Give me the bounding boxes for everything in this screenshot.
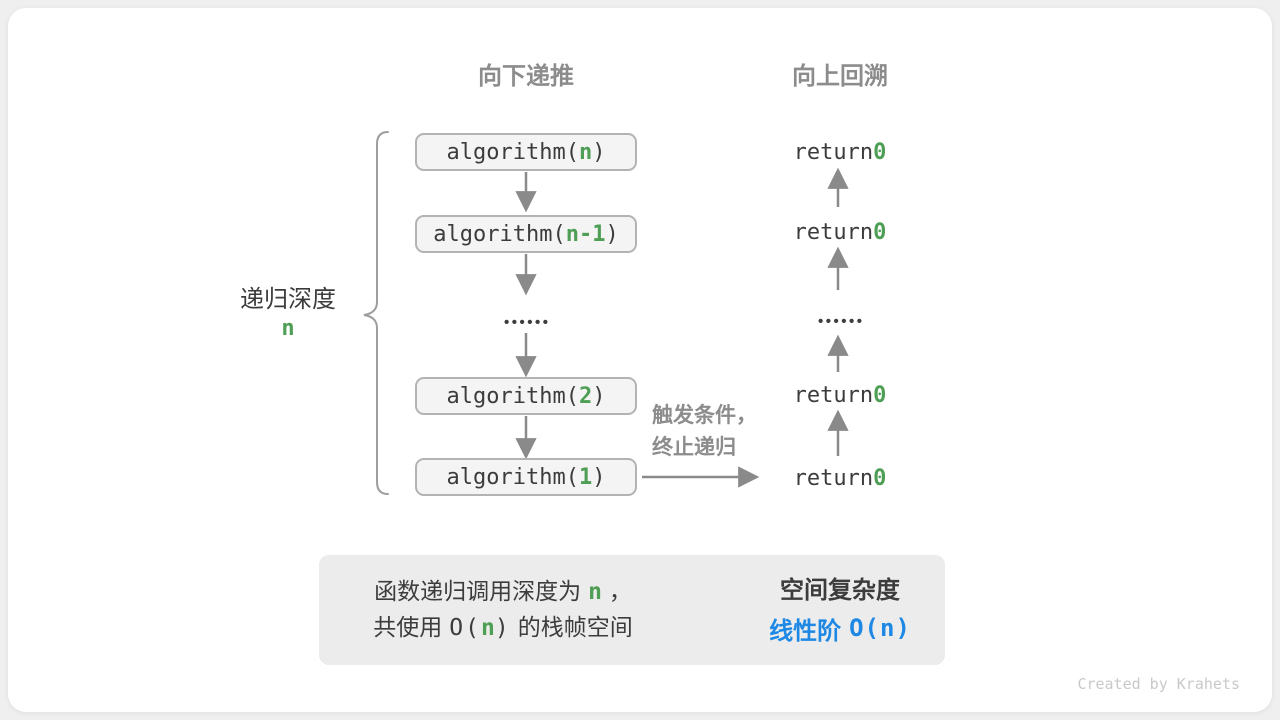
code-arg: 2 xyxy=(578,383,593,409)
complexity-result-notation: O(n) xyxy=(849,614,911,642)
return-keyword: return xyxy=(793,465,874,491)
return-label-1: return 0 xyxy=(752,139,928,165)
return-value: 0 xyxy=(873,382,887,408)
summary-line1-tail: ， xyxy=(608,578,632,604)
depth-value: n xyxy=(281,315,295,341)
call-box-1: algorithm(1) xyxy=(415,458,637,496)
summary-line2-var: n xyxy=(480,615,495,641)
return-keyword: return xyxy=(793,382,874,408)
summary-panel xyxy=(319,555,945,665)
watermark-credit: Created by Krahets xyxy=(1077,675,1240,693)
code-prefix: algorithm( xyxy=(446,464,579,490)
return-keyword: return xyxy=(793,219,874,245)
return-label-2: return 0 xyxy=(752,219,928,245)
big-o-close: ) xyxy=(494,615,511,641)
call-box-n: algorithm(n) xyxy=(415,133,637,171)
column-header-upward: 向上回溯 xyxy=(792,62,888,90)
depth-label: 递归深度 xyxy=(240,285,336,313)
big-o-open: O( xyxy=(449,615,481,641)
code-prefix: algorithm( xyxy=(446,139,579,165)
code-suffix: ) xyxy=(592,139,606,165)
code-suffix: ) xyxy=(605,221,619,247)
call-box-n-1: algorithm(n-1) xyxy=(415,215,637,253)
summary-line2-tail: 的栈帧空间 xyxy=(517,614,633,640)
return-label-4: return 0 xyxy=(752,465,928,491)
summary-line2-text: 共使用 xyxy=(373,614,443,640)
code-prefix: algorithm( xyxy=(433,221,566,247)
column-header-downward: 向下递推 xyxy=(478,62,574,90)
ellipsis-right: •••••• xyxy=(817,312,865,330)
call-box-2: algorithm(2) xyxy=(415,377,637,415)
code-suffix: ) xyxy=(592,383,606,409)
code-prefix: algorithm( xyxy=(446,383,579,409)
summary-line1-text: 函数递归调用深度为 xyxy=(374,578,582,604)
return-keyword: return xyxy=(793,139,874,165)
summary-line1-var: n xyxy=(588,579,602,605)
return-value: 0 xyxy=(873,465,887,491)
complexity-result-label: 线性阶 xyxy=(769,617,842,645)
ellipsis-left: •••••• xyxy=(503,313,551,331)
annotation-trigger-line1: 触发条件， xyxy=(652,404,757,427)
annotation-trigger-line2: 终止递归 xyxy=(652,436,736,459)
code-arg: n xyxy=(578,139,593,165)
complexity-title: 空间复杂度 xyxy=(780,576,900,604)
return-value: 0 xyxy=(873,219,887,245)
code-arg: n-1 xyxy=(565,221,606,247)
code-suffix: ) xyxy=(592,464,606,490)
return-label-3: return 0 xyxy=(752,382,928,408)
code-arg: 1 xyxy=(578,464,593,490)
return-value: 0 xyxy=(873,139,887,165)
